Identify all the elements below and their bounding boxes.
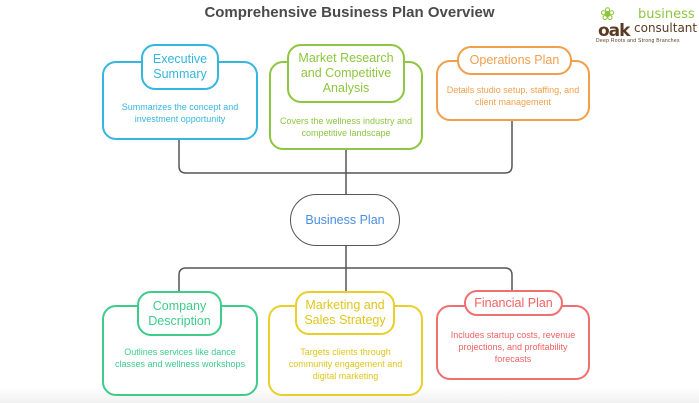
- oak-leaf-icon: ❀: [600, 4, 616, 24]
- node-title: Operations Plan: [457, 46, 572, 75]
- node-description: Summarizes the concept and investment op…: [121, 102, 239, 124]
- diagram-title: Comprehensive Business Plan Overview: [204, 4, 495, 21]
- logo-line-2: consultant: [634, 21, 698, 35]
- node-body: Includes startup costs, revenue projecti…: [436, 305, 590, 380]
- node-description: Includes startup costs, revenue projecti…: [450, 330, 576, 364]
- connector-top-right: [346, 121, 513, 174]
- logo-brand-mark: oak: [598, 21, 630, 41]
- logo-line-1: business: [638, 7, 695, 22]
- node-title: Financial Plan: [464, 290, 563, 316]
- company-logo: ❀ oak business consultant Deep Roots and…: [594, 3, 698, 47]
- node-description: Details studio setup, staffing, and clie…: [446, 85, 580, 107]
- node-title: Executive Summary: [141, 44, 219, 90]
- node-title: Marketing and Sales Strategy: [295, 291, 395, 335]
- connector-top-left: [178, 140, 346, 174]
- node-description: Outlines services like dance classes and…: [114, 347, 246, 369]
- node-description: Covers the wellness industry and competi…: [279, 116, 413, 138]
- connector-bottom-right: [346, 267, 513, 290]
- center-node-business-plan: Business Plan: [290, 194, 400, 246]
- node-description: Targets clients through community engage…: [288, 347, 403, 381]
- connector-bottom-left: [178, 267, 346, 291]
- node-title: Company Description: [137, 291, 222, 336]
- logo-tagline: Deep Roots and Strong Branches: [596, 38, 680, 44]
- node-title: Market Research and Competitive Analysis: [287, 44, 405, 103]
